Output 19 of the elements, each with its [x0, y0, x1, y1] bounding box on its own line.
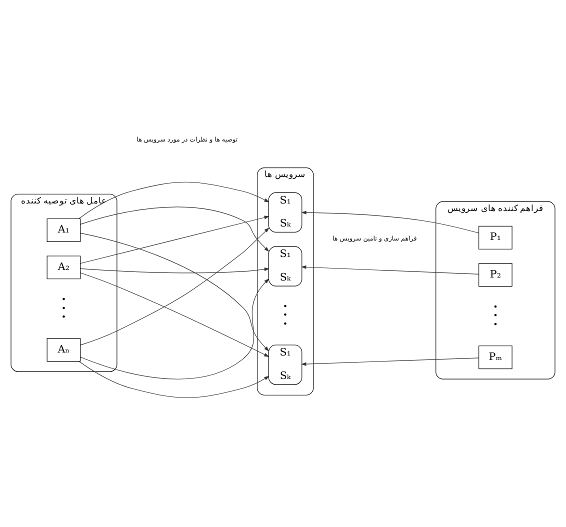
node-box: P₂: [478, 262, 512, 286]
node-box: S₁ Sₖ: [268, 246, 302, 286]
arrow: [301, 210, 479, 233]
arrow: [80, 267, 270, 273]
node-box: Aₙ: [46, 338, 81, 362]
arrow: [78, 360, 270, 398]
arrow: [301, 357, 480, 366]
arrow: [80, 272, 270, 356]
node-box: S₁ Sₖ: [268, 344, 302, 384]
node-box: P₁: [478, 225, 512, 249]
node-box: Pₘ: [478, 345, 512, 369]
arrow: [80, 215, 270, 264]
arrow: [78, 181, 270, 218]
node-box: A₁: [46, 218, 81, 242]
node-box: A₂: [46, 255, 81, 279]
node-box: S₁ Sₖ: [268, 192, 302, 232]
arrow: [80, 206, 270, 252]
arrow: [301, 264, 480, 274]
arrow: [80, 278, 270, 379]
